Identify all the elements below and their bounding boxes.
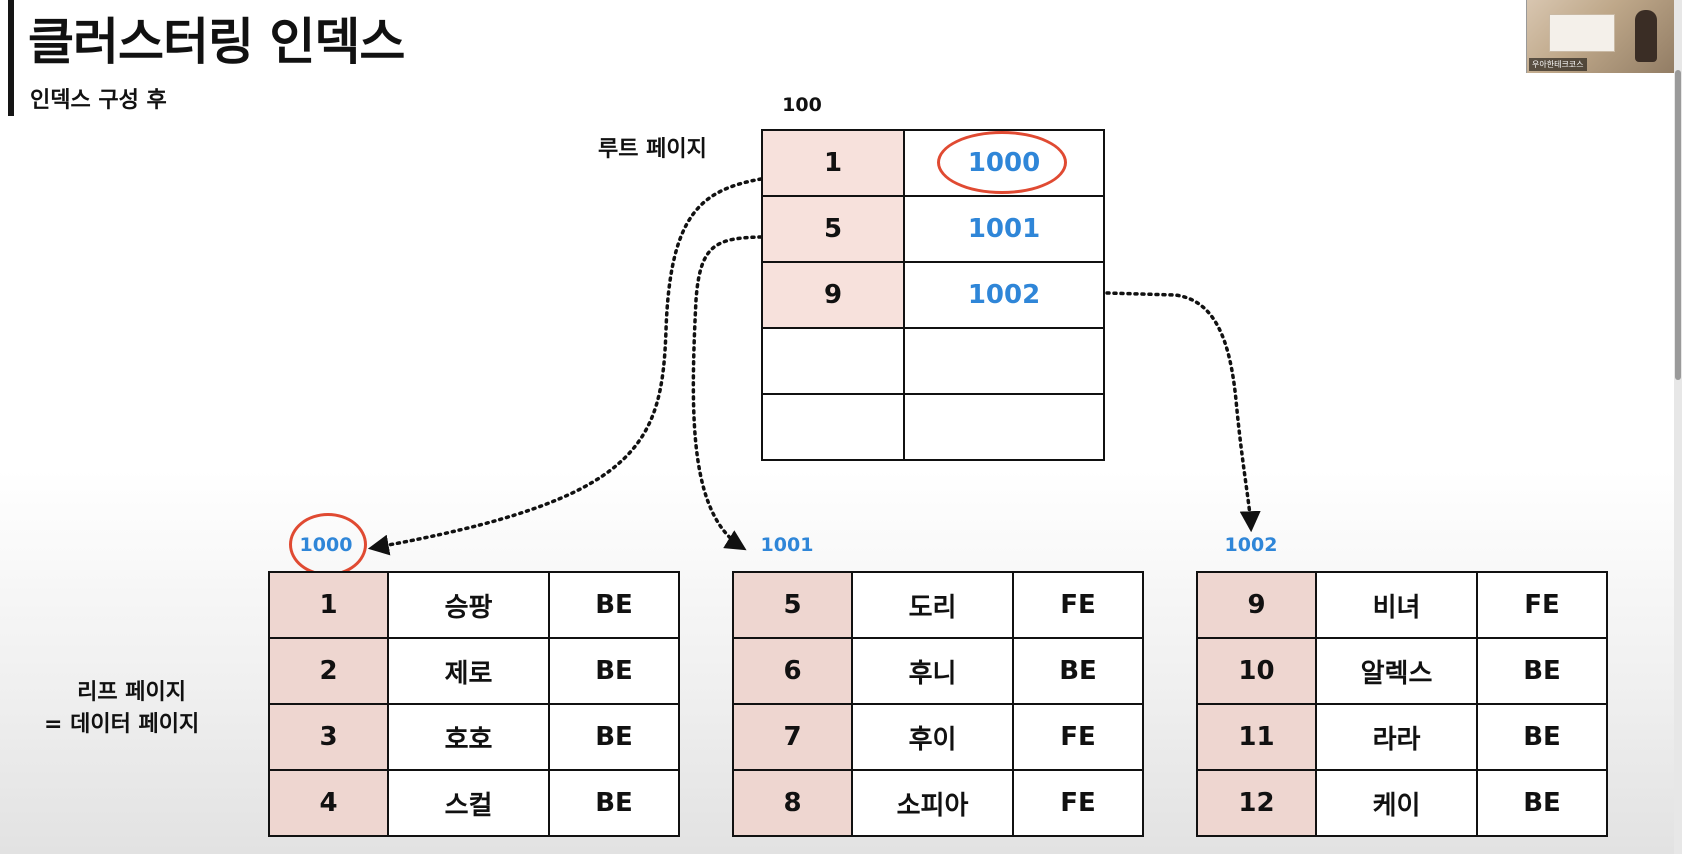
webcam-caption: 우아한테크코스 (1529, 58, 1587, 71)
leaf-key-cell: 1 (268, 571, 389, 639)
leaf-key-cell: 5 (732, 571, 853, 639)
leaf-team-cell: BE (548, 637, 680, 705)
leaf-page-id: 1001 (760, 534, 814, 556)
root-page-label: 루트 페이지 (598, 137, 707, 162)
leaf-key-cell: 6 (732, 637, 853, 705)
leaf-team-cell: BE (548, 769, 680, 837)
table-row: 6 후니 BE (732, 637, 1144, 705)
root-key-cell (761, 327, 905, 395)
root-key-cell: 9 (761, 261, 905, 329)
root-pointer-cell: 1002 (903, 261, 1105, 329)
leaf-team-cell: BE (1476, 703, 1608, 771)
root-row (761, 327, 1105, 395)
leaf-team-cell: FE (1476, 571, 1608, 639)
leaf-name-cell: 소피아 (851, 769, 1014, 837)
arrow-root-to-leaf-1001 (691, 235, 763, 551)
leaf-page-id: 1002 (1224, 534, 1278, 556)
leaf-page-label: 리프 페이지 = 데이터 페이지 (44, 677, 199, 741)
leaf-key-cell: 7 (732, 703, 853, 771)
leaf-name-cell: 후니 (851, 637, 1014, 705)
leaf-key-cell: 9 (1196, 571, 1317, 639)
leaf-key-cell: 11 (1196, 703, 1317, 771)
root-pointer-cell (903, 393, 1105, 461)
leaf-key-cell: 8 (732, 769, 853, 837)
root-key-cell: 1 (761, 129, 905, 197)
root-key-cell: 5 (761, 195, 905, 263)
table-row: 2 제로 BE (268, 637, 680, 705)
table-row: 10 알렉스 BE (1196, 637, 1608, 705)
leaf-key-cell: 10 (1196, 637, 1317, 705)
leaf-team-cell: FE (1012, 769, 1144, 837)
leaf-name-cell: 제로 (387, 637, 550, 705)
slide-subtitle: 인덱스 구성 후 (30, 88, 167, 113)
table-row: 1 승팡 BE (268, 571, 680, 639)
leaf-page-label-line2: = 데이터 페이지 (44, 711, 200, 737)
table-row: 5 도리 FE (732, 571, 1144, 639)
leaf-team-cell: FE (1012, 703, 1144, 771)
arrow-root-to-leaf-1000 (367, 177, 763, 556)
root-pointer-highlight-circle (937, 131, 1067, 194)
root-pointer-cell: 1001 (903, 195, 1105, 263)
table-row: 3 호호 BE (268, 703, 680, 771)
slide-title: 클러스터링 인덱스 (28, 13, 405, 71)
scrollbar-thumb[interactable] (1675, 70, 1681, 380)
leaf-name-cell: 스컬 (387, 769, 550, 837)
leaf-name-cell: 케이 (1315, 769, 1478, 837)
root-row: 5 1001 (761, 195, 1105, 263)
leaf-name-cell: 도리 (851, 571, 1014, 639)
root-pointer-cell (903, 327, 1105, 395)
leaf-page-table: 1 승팡 BE 2 제로 BE 3 호호 BE 4 스컬 BE (268, 571, 680, 837)
leaf-name-cell: 알렉스 (1315, 637, 1478, 705)
leaf-page-table: 5 도리 FE 6 후니 BE 7 후이 FE 8 소피아 FE (732, 571, 1144, 837)
leaf-page-label-line1: 리프 페이지 (77, 680, 187, 705)
leaf-name-cell: 라라 (1315, 703, 1478, 771)
leaf-name-cell: 승팡 (387, 571, 550, 639)
arrow-root-to-leaf-1002 (1105, 291, 1261, 533)
table-row: 9 비녀 FE (1196, 571, 1608, 639)
table-row: 11 라라 BE (1196, 703, 1608, 771)
webcam-presentation-screen (1549, 14, 1615, 52)
table-row: 8 소피아 FE (732, 769, 1144, 837)
root-row: 9 1002 (761, 261, 1105, 329)
leaf-name-cell: 비녀 (1315, 571, 1478, 639)
leaf-key-cell: 2 (268, 637, 389, 705)
scrollbar-track[interactable] (1674, 0, 1682, 854)
leaf-page-table: 9 비녀 FE 10 알렉스 BE 11 라라 BE 12 케이 BE (1196, 571, 1608, 837)
leaf-team-cell: BE (1476, 769, 1608, 837)
leaf-key-cell: 4 (268, 769, 389, 837)
leaf-key-cell: 3 (268, 703, 389, 771)
leaf-team-cell: BE (1012, 637, 1144, 705)
table-row: 7 후이 FE (732, 703, 1144, 771)
root-page-id: 100 (782, 94, 822, 116)
table-row: 4 스컬 BE (268, 769, 680, 837)
leaf-team-cell: FE (1012, 571, 1144, 639)
leaf-page-id-highlight-circle (289, 513, 367, 576)
leaf-key-cell: 12 (1196, 769, 1317, 837)
leaf-team-cell: BE (548, 571, 680, 639)
webcam-overlay: 우아한테크코스 (1526, 0, 1682, 73)
leaf-name-cell: 호호 (387, 703, 550, 771)
root-page-table: 1 1000 5 1001 9 1002 (761, 129, 1105, 461)
leaf-team-cell: BE (548, 703, 680, 771)
title-accent-bar (8, 0, 14, 116)
root-key-cell (761, 393, 905, 461)
leaf-name-cell: 후이 (851, 703, 1014, 771)
root-row (761, 393, 1105, 461)
leaf-team-cell: BE (1476, 637, 1608, 705)
table-row: 12 케이 BE (1196, 769, 1608, 837)
webcam-presenter (1635, 10, 1657, 62)
